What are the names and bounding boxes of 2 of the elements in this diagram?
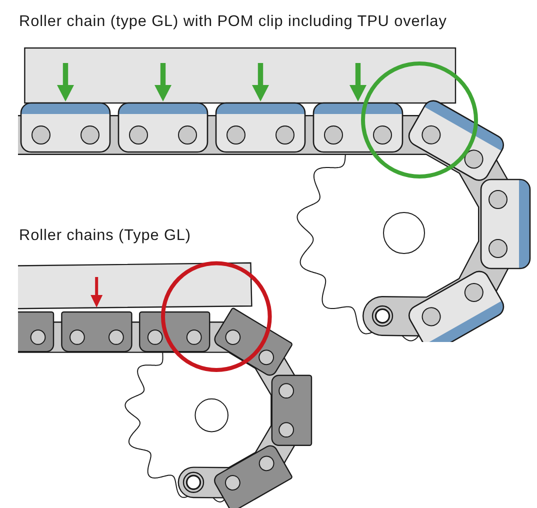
figure-heading: Roller chains (Type GL)	[19, 227, 192, 245]
figure-heading: Roller chain (type GL) with POM clip including TPU overlay	[19, 13, 447, 31]
